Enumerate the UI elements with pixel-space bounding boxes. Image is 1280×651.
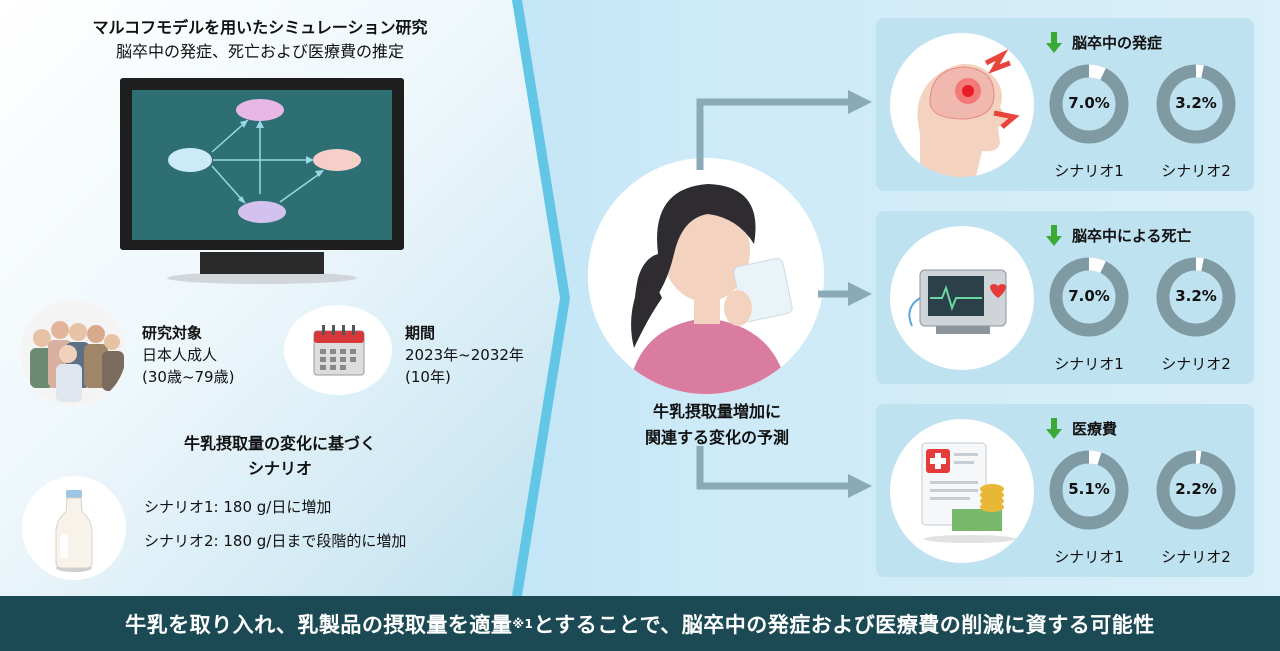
banner-text-before: 牛乳を取り入れ、乳製品の摂取量を適量 (125, 612, 513, 637)
banner-text-after: とすることで、脳卒中の発症および医療費の削減に資する可能性 (533, 612, 1155, 637)
reduction-ring (1049, 257, 1129, 337)
scenario-heading-line2: シナリオ (247, 459, 312, 478)
arrow-head-incidence (848, 90, 872, 114)
arrow-head-death (848, 282, 872, 306)
panel-title: 脳卒中による死亡 (1072, 227, 1192, 245)
heart-monitor-icon (890, 226, 1034, 370)
ring-reduction-segment (1156, 450, 1236, 530)
down-arrow-icon (1046, 225, 1062, 246)
milk-bottle-icon (22, 476, 126, 580)
ring-scenario-label: シナリオ2 (1161, 355, 1231, 373)
ring-value: 7.0% (1068, 94, 1110, 112)
monitor-icon (120, 78, 404, 284)
ring-scenario-label: シナリオ1 (1054, 548, 1124, 566)
ring-reduction-segment (1049, 64, 1129, 144)
prediction-label: 牛乳摂取量増加に 関連する変化の予測 (594, 399, 840, 451)
banner-superscript: ※1 (512, 616, 534, 631)
medical-bill-icon (890, 419, 1034, 563)
prediction-line2: 関連する変化の予測 (644, 428, 789, 447)
arrow-head-cost (848, 474, 872, 498)
calendar-icon (284, 305, 392, 395)
subjects-heading: 研究対象 (142, 324, 203, 342)
reduction-ring (1049, 64, 1129, 144)
ring-value: 3.2% (1175, 287, 1217, 305)
period-line2: (10年) (405, 368, 451, 386)
reduction-ring (1156, 257, 1236, 337)
woman-drinking-milk-icon (588, 158, 824, 394)
down-arrow-icon (1046, 32, 1062, 53)
ring-value: 7.0% (1068, 287, 1110, 305)
down-arrow-icon (1046, 418, 1062, 439)
brain-icon (890, 33, 1034, 177)
reduction-ring (1156, 450, 1236, 530)
ring-reduction-segment (1049, 450, 1129, 530)
ring-scenario-label: シナリオ2 (1161, 162, 1231, 180)
panel-title: 医療費 (1072, 420, 1118, 438)
reduction-ring (1156, 64, 1236, 144)
people-group-icon (20, 300, 126, 406)
study-title: マルコフモデルを用いたシミュレーション研究 (92, 18, 428, 37)
ring-scenario-label: シナリオ1 (1054, 162, 1124, 180)
study-subtitle: 脳卒中の発症、死亡および医療費の推定 (115, 42, 404, 61)
period-heading: 期間 (405, 324, 436, 342)
panel-title: 脳卒中の発症 (1072, 34, 1163, 52)
connector-arrows (696, 90, 872, 498)
scenario2-text: シナリオ2: 180 g/日まで段階的に増加 (144, 532, 407, 550)
subjects-line2: (30歳~79歳) (142, 368, 235, 386)
scenario-heading-line1: 牛乳摂取量の変化に基づく (183, 434, 376, 453)
ring-value: 3.2% (1175, 94, 1217, 112)
ring-reduction-segment (1049, 257, 1129, 337)
subjects-line1: 日本人成人 (142, 346, 218, 364)
prediction-line1: 牛乳摂取量増加に (652, 402, 781, 421)
ring-value: 2.2% (1175, 480, 1217, 498)
period-line1: 2023年~2032年 (405, 346, 524, 364)
ring-scenario-label: シナリオ2 (1161, 548, 1231, 566)
scenario1-text: シナリオ1: 180 g/日に増加 (144, 498, 332, 516)
reduction-ring (1049, 450, 1129, 530)
ring-reduction-segment (1156, 64, 1236, 144)
ring-reduction-segment (1156, 257, 1236, 337)
ring-scenario-label: シナリオ1 (1054, 355, 1124, 373)
ring-value: 5.1% (1068, 480, 1110, 498)
